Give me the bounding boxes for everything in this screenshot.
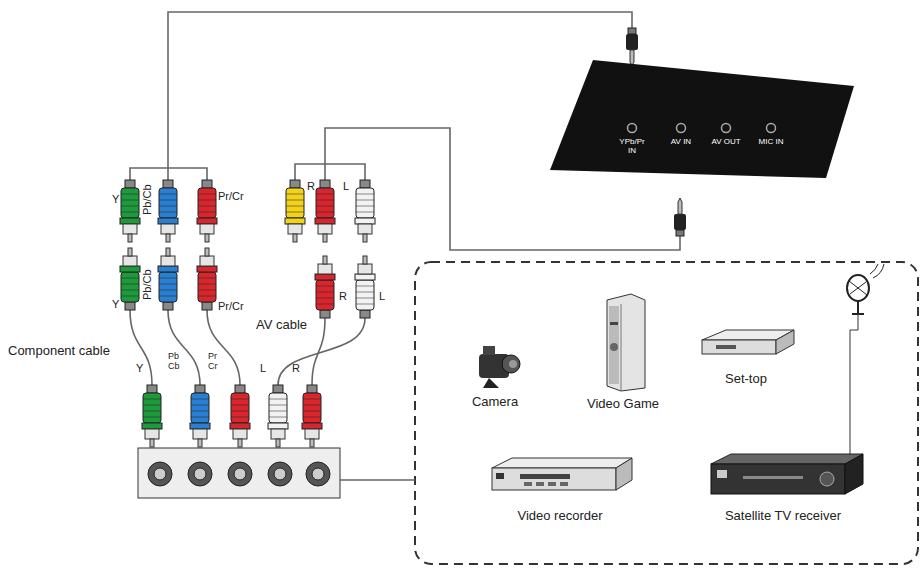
- signal-label: R: [307, 180, 315, 192]
- signal-label: Y: [112, 298, 119, 310]
- source-device: Video Game: [573, 292, 673, 411]
- port-label: AV OUT: [709, 138, 743, 147]
- port-label: MIC IN: [754, 138, 788, 147]
- rca-plug: [355, 180, 375, 242]
- device-caption: Video Game: [587, 396, 659, 411]
- rca-plug: [315, 180, 335, 242]
- cable-wire: [207, 310, 240, 385]
- rca-plug: [120, 248, 140, 310]
- rca-plug: [302, 385, 322, 447]
- signal-label: Pb Cb: [168, 352, 188, 372]
- device-caption: Camera: [472, 394, 518, 409]
- signal-label: Y: [112, 193, 119, 205]
- rca-plug: [190, 385, 210, 447]
- signal-label: Y: [136, 362, 143, 374]
- source-device: Satellite TV receiver: [688, 450, 878, 523]
- device-caption: Video recorder: [517, 508, 602, 523]
- source-device: Set-top: [688, 322, 804, 386]
- signal-label: Pr/Cr: [218, 300, 244, 312]
- rca-plug: [142, 385, 162, 447]
- rca-plug: [158, 248, 178, 310]
- receiver-icon: [688, 450, 878, 504]
- rca-plug: [355, 256, 375, 318]
- settop-icon: [688, 322, 804, 367]
- rca-plug: [230, 385, 250, 447]
- console-icon: [573, 292, 673, 392]
- wiring: [120, 12, 918, 564]
- cable-name: Component cable: [8, 344, 110, 358]
- rca-plug: [120, 180, 140, 242]
- source-device: Camera: [455, 340, 535, 409]
- rca-plug: [197, 248, 217, 310]
- device-caption: Satellite TV receiver: [725, 508, 841, 523]
- port-label: YPb/Pr IN: [615, 138, 649, 156]
- audio-jack: [674, 198, 686, 236]
- signal-label: L: [260, 362, 266, 374]
- cable-wire: [130, 310, 152, 385]
- signal-label: Pb/Cb: [141, 269, 153, 300]
- rca-plug: [158, 180, 178, 242]
- vcr-icon: [470, 452, 650, 504]
- tv-port-panel: YPb/Pr IN AV IN AV OUT MIC IN: [548, 58, 856, 180]
- camera-icon: [455, 340, 535, 390]
- cable-wire: [340, 479, 415, 481]
- cable-wire: [295, 164, 365, 180]
- cable-wire: [130, 168, 207, 180]
- tv-panel-shape: [548, 58, 856, 180]
- signal-label: Pr/Cr: [218, 190, 244, 202]
- rca-plug: [268, 385, 288, 447]
- signal-label: Pb/Cb: [141, 184, 153, 215]
- signal-label: Pr Cr: [208, 352, 228, 372]
- source-device: Video recorder: [470, 452, 650, 523]
- audio-jack: [626, 28, 638, 66]
- source-jack-panel: [138, 448, 340, 498]
- device-caption: Set-top: [725, 371, 767, 386]
- signal-label: R: [292, 362, 300, 374]
- rca-plug: [197, 180, 217, 242]
- signal-label: R: [339, 290, 347, 302]
- rca-plug: [315, 256, 335, 318]
- dish-cable: [850, 314, 858, 456]
- port-label: AV IN: [664, 138, 698, 147]
- rca-plug: [285, 180, 305, 242]
- satellite-dish: [847, 264, 884, 314]
- cable-wire: [168, 310, 200, 385]
- signal-label: L: [343, 180, 349, 192]
- device-region: [415, 262, 918, 564]
- cable-name: AV cable: [256, 318, 307, 332]
- signal-label: L: [379, 290, 385, 302]
